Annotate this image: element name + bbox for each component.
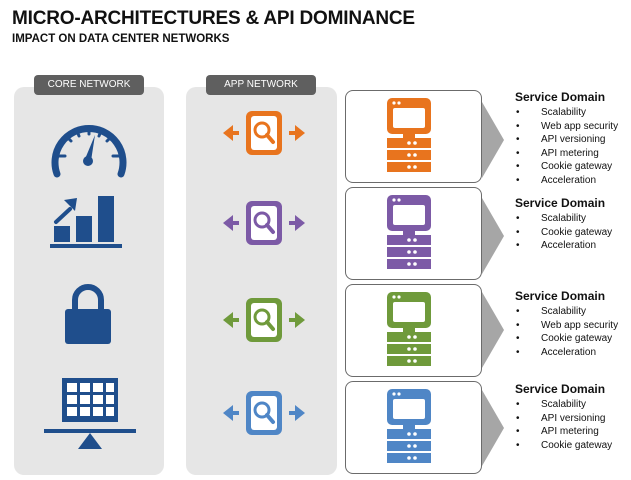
page-subtitle: IMPACT ON DATA CENTER NETWORKS: [12, 33, 230, 45]
growth-chart-icon: [50, 196, 122, 248]
domain-item: API versioning: [515, 412, 627, 426]
service-domain-title: Service Domain: [515, 289, 606, 303]
domain-item: Acceleration: [515, 239, 627, 253]
server-stack-icon: [387, 389, 431, 463]
domain-item: Scalability: [515, 305, 627, 319]
padlock-icon: [65, 284, 111, 344]
service-domain-title: Service Domain: [515, 196, 606, 210]
api-inspect-icon: [223, 201, 305, 245]
domain-item: Acceleration: [515, 346, 627, 360]
server-stack-icon: [387, 98, 431, 172]
api-inspect-icon: [223, 111, 305, 155]
domain-item: Web app security: [515, 319, 627, 333]
domain-item: Cookie gateway: [515, 439, 627, 453]
domain-item: Acceleration: [515, 174, 627, 188]
speedometer-icon: [51, 125, 127, 178]
grid-balance-icon: [44, 378, 136, 449]
service-domain: Service Domain Scalability Web app secur…: [515, 289, 627, 359]
domain-item: API metering: [515, 425, 627, 439]
api-inspect-icon: [223, 298, 305, 342]
domain-item: Cookie gateway: [515, 160, 627, 174]
app-network-header: APP NETWORK: [206, 75, 316, 95]
domain-item: Scalability: [515, 106, 627, 120]
service-domain-title: Service Domain: [515, 90, 606, 104]
domain-item: API metering: [515, 147, 627, 161]
service-domain-title: Service Domain: [515, 382, 606, 396]
server-stack-icon: [387, 292, 431, 366]
page-title: MICRO-ARCHITECTURES & API DOMINANCE: [12, 8, 415, 29]
domain-item: Scalability: [515, 212, 627, 226]
core-network-header: CORE NETWORK: [34, 75, 144, 95]
pointer-arrow-icon: [482, 198, 504, 274]
pointer-arrow-icon: [482, 292, 504, 368]
server-stack-icon: [387, 195, 431, 269]
service-domain: Service Domain Scalability Web app secur…: [515, 90, 627, 188]
service-domain: Service Domain Scalability API versionin…: [515, 382, 627, 452]
service-domain: Service Domain Scalability Cookie gatewa…: [515, 196, 627, 253]
domain-item: API versioning: [515, 133, 627, 147]
domain-item: Web app security: [515, 120, 627, 134]
domain-item: Scalability: [515, 398, 627, 412]
pointer-arrow-icon: [482, 390, 504, 466]
api-inspect-icon: [223, 391, 305, 435]
pointer-arrow-icon: [482, 102, 504, 178]
domain-item: Cookie gateway: [515, 226, 627, 240]
domain-item: Cookie gateway: [515, 332, 627, 346]
